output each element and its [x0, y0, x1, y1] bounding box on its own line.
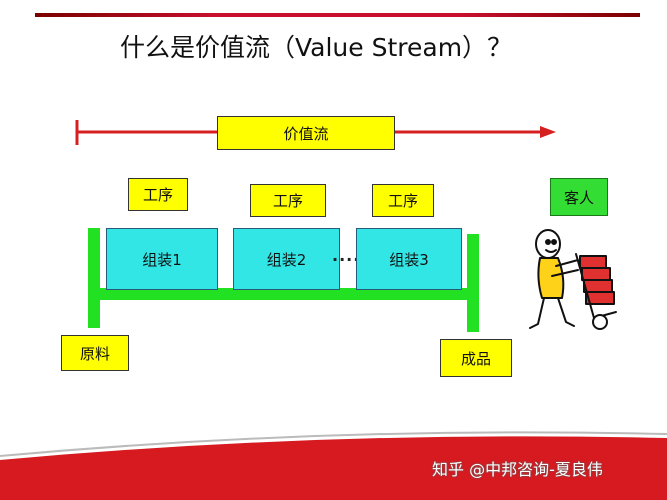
ellipsis-dots: ····	[332, 250, 361, 269]
right-post	[467, 234, 479, 332]
assembly-station-1: 组装1	[106, 228, 218, 290]
footer-red-wave	[0, 436, 667, 500]
process-label-1: 工序	[128, 178, 188, 211]
customer-label: 客人	[550, 178, 608, 216]
footer-band	[0, 431, 667, 500]
page-title: 什么是价值流（Value Stream）？	[120, 33, 513, 62]
watermark-text: 知乎 @中邦咨询-夏良伟	[432, 460, 603, 479]
assembly-station-2: 组装2	[233, 228, 340, 290]
conveyor-bar	[99, 288, 468, 300]
process-label-2: 工序	[250, 184, 326, 217]
left-post	[88, 228, 100, 328]
finished-goods-label: 成品	[440, 339, 512, 377]
arrow-head	[540, 126, 556, 138]
process-label-3: 工序	[372, 184, 434, 217]
assembly-station-3: 组装3	[356, 228, 462, 290]
footer-grey-line	[0, 431, 667, 457]
customer-hand-truck-icon	[529, 229, 617, 330]
raw-material-label: 原料	[61, 335, 129, 371]
top-accent-bar	[35, 13, 640, 17]
value-stream-label: 价值流	[217, 116, 395, 150]
